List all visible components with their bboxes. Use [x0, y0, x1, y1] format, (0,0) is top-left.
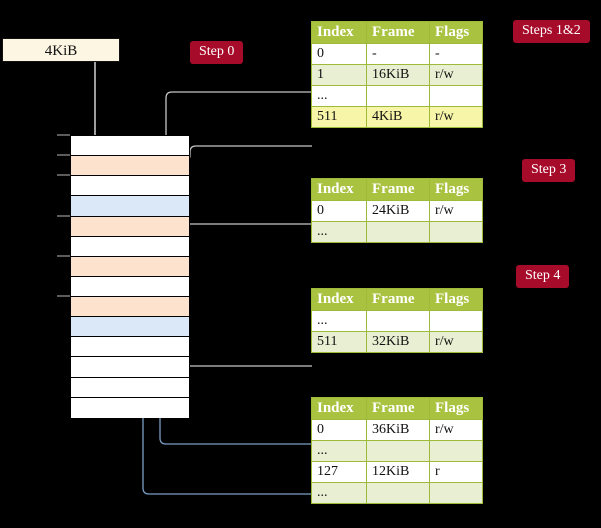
column-header-flags: Flags [429, 288, 483, 311]
cell-index: ... [311, 310, 367, 332]
cell-frame [366, 221, 430, 243]
wire-l2-32kib [177, 316, 312, 367]
memory-row [71, 297, 189, 318]
column-header-index: Index [311, 397, 367, 420]
table-row: 511 4KiB r/w [311, 106, 483, 128]
memory-row [71, 377, 189, 398]
cell-index: 511 [311, 331, 367, 353]
column-header-index: Index [311, 178, 367, 201]
page-table-level-2: Index Frame Flags ... 511 32KiB r/w [311, 288, 483, 353]
cell-index: 0 [311, 419, 367, 441]
cell-index: ... [311, 85, 367, 107]
cell-index: ... [311, 221, 367, 243]
cell-frame: 16KiB [366, 64, 430, 86]
memory-row [71, 317, 189, 338]
cell-index: 0 [311, 200, 367, 222]
cell-index: 127 [311, 461, 367, 483]
cell-frame: 32KiB [366, 331, 430, 353]
cell-flags [429, 440, 483, 462]
memory-row [71, 196, 189, 217]
table-row: 511 32KiB r/w [311, 331, 483, 353]
cell-flags [429, 221, 483, 243]
cell-flags: r/w [429, 331, 483, 353]
badge-step-0: Step 0 [190, 41, 244, 64]
cell-flags: r/w [429, 419, 483, 441]
cell-flags [429, 310, 483, 332]
table-row: ... [311, 85, 483, 107]
badge-steps-1-2: Steps 1&2 [513, 20, 590, 43]
row-tick-marks [57, 134, 70, 297]
memory-row [71, 276, 189, 297]
column-header-index: Index [311, 288, 367, 311]
badge-step-4: Step 4 [516, 265, 570, 288]
table-row: 0 36KiB r/w [311, 419, 483, 441]
cell-index: ... [311, 482, 367, 504]
cell-flags: r/w [429, 200, 483, 222]
table-row: 1 16KiB r/w [311, 64, 483, 86]
cell-flags: r/w [429, 64, 483, 86]
badge-step-3: Step 3 [522, 159, 576, 182]
cell-index: 1 [311, 64, 367, 86]
wire-l4-4kib-b [176, 146, 312, 166]
memory-row [71, 216, 189, 237]
column-header-flags: Flags [429, 178, 483, 201]
cell-frame [366, 440, 430, 462]
table-row: 127 12KiB r [311, 461, 483, 483]
memory-row [71, 176, 189, 197]
cell-frame: - [366, 43, 430, 65]
cell-frame [366, 482, 430, 504]
physical-memory-bar [70, 135, 190, 418]
column-header-frame: Frame [366, 397, 430, 420]
cell-index: ... [311, 440, 367, 462]
cell-frame: 36KiB [366, 419, 430, 441]
cell-index: 511 [311, 106, 367, 128]
column-header-frame: Frame [366, 21, 430, 44]
cell-frame [366, 310, 430, 332]
table-header-row: Index Frame Flags [311, 21, 483, 44]
page-table-level-4: Index Frame Flags 0 - - 1 16KiB r/w ... … [311, 21, 483, 128]
memory-row [71, 156, 189, 177]
memory-row [71, 256, 189, 277]
column-header-flags: Flags [429, 397, 483, 420]
table-row: ... [311, 440, 483, 462]
memory-row [71, 136, 189, 157]
cell-flags: r/w [429, 106, 483, 128]
column-header-index: Index [311, 21, 367, 44]
table-row: ... [311, 482, 483, 504]
table-row: ... [311, 310, 483, 332]
wire-l3-24kib [177, 223, 312, 268]
cell-index: 0 [311, 43, 367, 65]
table-header-row: Index Frame Flags [311, 178, 483, 201]
cell-flags: r [429, 461, 483, 483]
cell-frame: 24KiB [366, 200, 430, 222]
table-header-row: Index Frame Flags [311, 288, 483, 311]
cell-frame: 4KiB [366, 106, 430, 128]
memory-row [71, 357, 189, 378]
page-size-box: 4KiB [2, 38, 120, 62]
table-row: ... [311, 221, 483, 243]
column-header-frame: Frame [366, 178, 430, 201]
cell-frame: 12KiB [366, 461, 430, 483]
memory-row [71, 397, 189, 418]
wire-l4-4kib-a [171, 145, 312, 162]
table-row: 0 - - [311, 43, 483, 65]
page-size-label: 4KiB [44, 43, 78, 59]
page-table-level-1: Index Frame Flags 0 36KiB r/w ... 127 12… [311, 397, 483, 504]
memory-row [71, 236, 189, 257]
table-header-row: Index Frame Flags [311, 397, 483, 420]
memory-row [71, 337, 189, 358]
page-table-level-3: Index Frame Flags 0 24KiB r/w ... [311, 178, 483, 243]
table-row: 0 24KiB r/w [311, 200, 483, 222]
column-header-frame: Frame [366, 288, 430, 311]
cell-flags [429, 85, 483, 107]
cell-flags: - [429, 43, 483, 65]
column-header-flags: Flags [429, 21, 483, 44]
cell-flags [429, 482, 483, 504]
cell-frame [366, 85, 430, 107]
